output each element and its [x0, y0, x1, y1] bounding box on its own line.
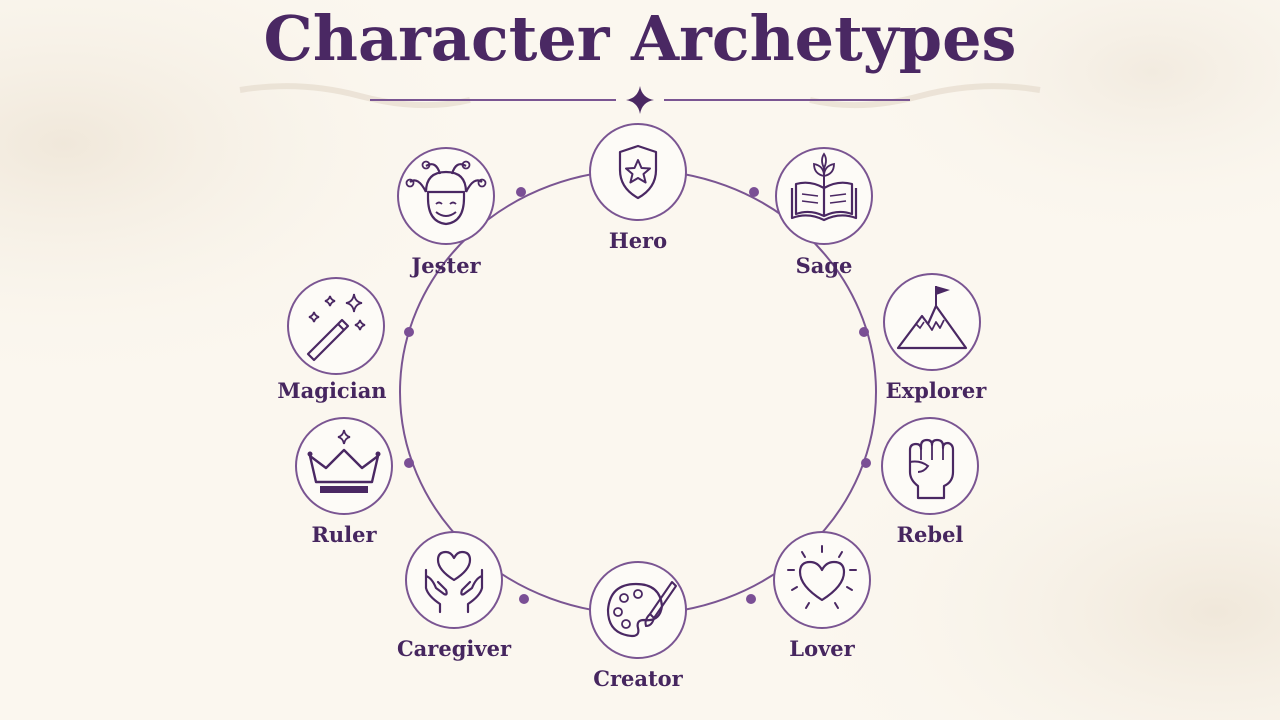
mountain-flag-icon [883, 273, 981, 371]
jester-icon [397, 147, 495, 245]
open-book-icon [775, 147, 873, 245]
archetype-node-ruler [294, 416, 394, 516]
ring-dot [859, 327, 869, 337]
archetype-label: Caregiver [396, 636, 512, 661]
radiant-heart-icon [773, 531, 871, 629]
archetype-node-jester [396, 146, 496, 246]
shield-star-icon [589, 123, 687, 221]
ring-dot [404, 458, 414, 468]
hands-heart-icon [405, 531, 503, 629]
archetype-node-caregiver [404, 530, 504, 630]
archetype-node-explorer [882, 272, 982, 372]
archetype-label: Lover [789, 636, 855, 661]
ring-dot [861, 458, 871, 468]
title-divider [239, 83, 1041, 114]
archetype-node-lover [772, 530, 872, 630]
archetype-label: Explorer [885, 378, 987, 403]
ring-dot [519, 594, 529, 604]
archetype-label: Jester [411, 253, 481, 278]
diamond-star-icon [626, 86, 654, 114]
archetype-node-magician [286, 276, 386, 376]
archetype-label: Rebel [896, 522, 964, 547]
archetype-label: Sage [795, 253, 853, 278]
page-title: Character Archetypes [263, 2, 1017, 75]
archetype-label: Hero [608, 228, 668, 253]
ring-dot [749, 187, 759, 197]
ring-dot [404, 327, 414, 337]
archetype-node-hero [588, 122, 688, 222]
archetype-label: Ruler [311, 522, 377, 547]
ring-dot [516, 187, 526, 197]
magic-wand-icon [287, 277, 385, 375]
archetype-label: Creator [593, 666, 683, 691]
archetype-label: Magician [277, 378, 387, 403]
ring-dot [746, 594, 756, 604]
palette-brush-icon [589, 561, 687, 659]
raised-fist-icon [881, 417, 979, 515]
archetype-node-sage [774, 146, 874, 246]
archetype-node-rebel [880, 416, 980, 516]
crown-icon [295, 417, 393, 515]
archetype-node-creator [588, 560, 688, 660]
